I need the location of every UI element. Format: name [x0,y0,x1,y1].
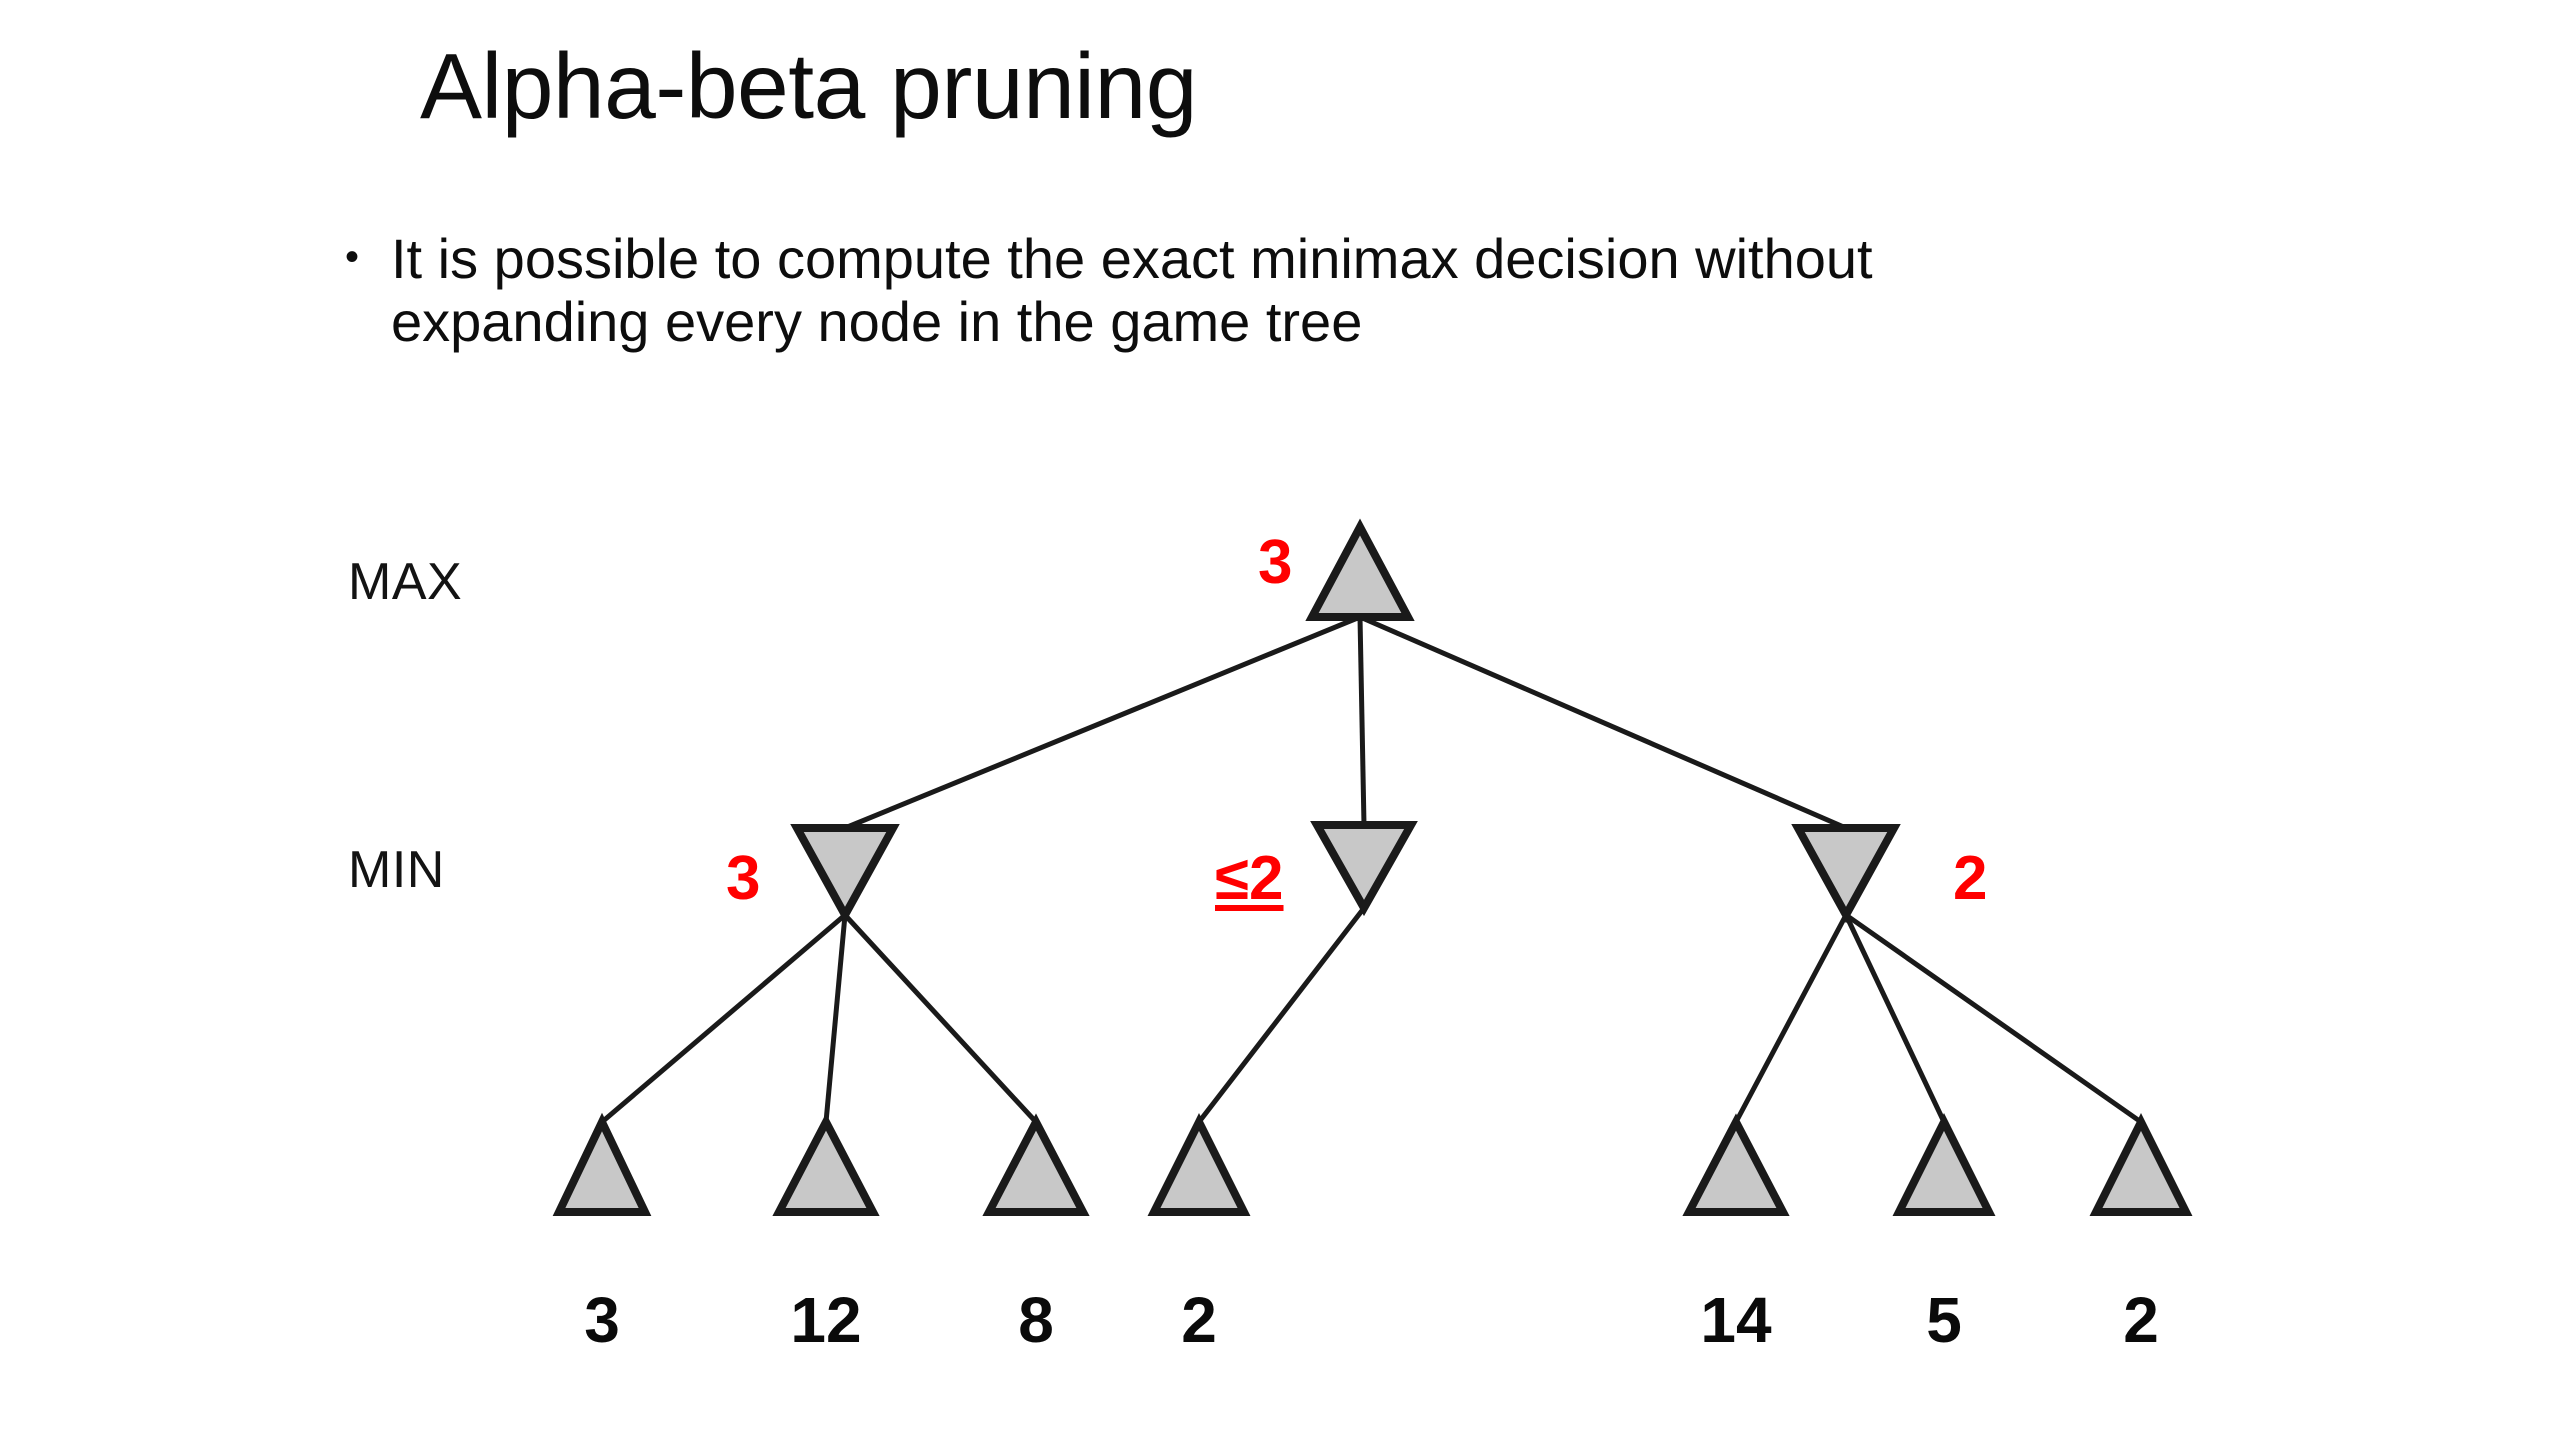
edge-min-node-1-to-leaf-8 [843,913,1038,1124]
annotation-max-root: 3 [1258,528,1293,597]
annotation-min-node-1: 3 [726,844,761,913]
edge-min-node-3-to-leaf-5 [1843,913,1947,1124]
node-leaf-8 [982,1113,1090,1216]
edge-root-to-min-node-2 [1357,616,1367,826]
list-item: • It is possible to compute the exact mi… [345,227,2145,353]
edge-min-node-2-to-leaf-2a [1197,906,1366,1124]
leaf-label-leaf-5: 5 [1926,1284,1962,1356]
edge-min-node-3-to-leaf-14 [1733,913,1849,1124]
node-leaf-14 [1682,1113,1790,1216]
bullet-point-icon: • [345,235,360,279]
tree-nodes [552,518,2193,1216]
leaf-label-leaf-2a: 2 [1181,1284,1217,1356]
leaf-label-leaf-12: 12 [790,1284,862,1356]
leaf-label-leaf-2b: 2 [2123,1284,2159,1356]
node-min-node-2 [1310,821,1418,917]
tree-edges [600,614,2143,1125]
node-min-node-1 [790,824,900,924]
bullet-item-text: It is possible to compute the exact mini… [391,227,1873,353]
node-leaf-5 [1892,1113,1996,1216]
row-label-min: MIN [348,841,445,899]
leaf-label-leaf-3: 3 [584,1284,620,1356]
node-leaf-2a [1147,1113,1251,1216]
leaf-label-leaf-14: 14 [1700,1284,1772,1356]
annotation-min-node-3: 2 [1953,844,1988,913]
leaf-label-leaf-8: 8 [1018,1284,1054,1356]
annotation-min-node-2: ≤2 [1215,844,1284,913]
edge-root-to-min-node-1 [844,614,1361,831]
node-min-node-3 [1791,824,1901,924]
edge-min-node-3-to-leaf-2b [1844,912,2143,1125]
bullet-list: • It is possible to compute the exact mi… [345,227,2145,353]
page-title: Alpha-beta pruning [420,34,1197,138]
node-leaf-2b [2089,1113,2193,1216]
node-leaf-3 [552,1112,652,1216]
node-leaf-12 [772,1113,880,1216]
edge-min-node-1-to-leaf-12 [823,914,848,1123]
edge-root-to-min-node-3 [1359,614,1847,831]
node-max-root [1305,518,1415,621]
row-label-max: MAX [348,553,463,611]
edge-min-node-1-to-leaf-3 [600,913,847,1124]
